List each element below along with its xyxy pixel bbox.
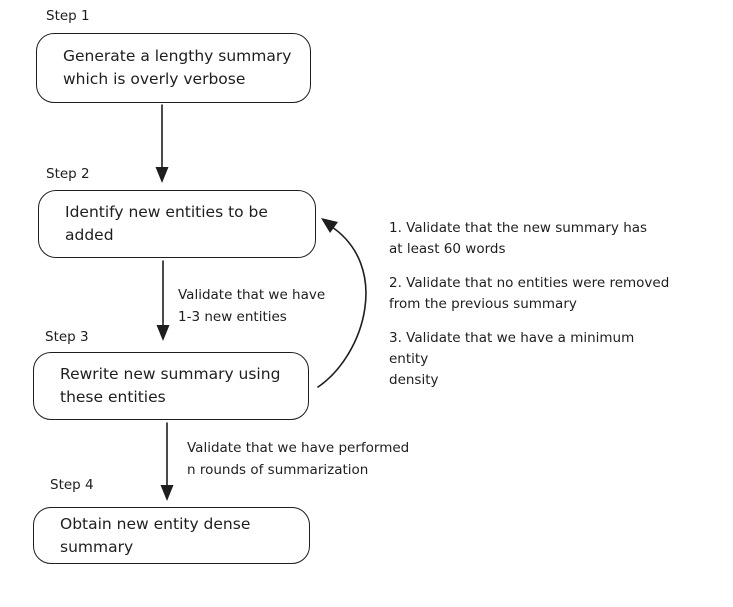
loop-validation-notes: 1. Validate that the new summary has at … (389, 218, 675, 404)
step2-label: Step 2 (46, 166, 90, 182)
arrowhead-step3 (156, 325, 170, 341)
loop-note-2: 2. Validate that no entities were remove… (389, 275, 670, 312)
step3-text: Rewrite new summary using these entities (60, 365, 281, 406)
step4-text: Obtain new entity dense summary (60, 514, 251, 556)
loop-note-3: 3. Validate that we have a minimum entit… (389, 330, 635, 388)
step2-text: Identify new entities to be added (65, 203, 268, 244)
step4-box: Obtain new entity dense summary (33, 507, 310, 564)
loop-note-1: 1. Validate that the new summary has at … (389, 220, 648, 257)
edge-label-rounds: Validate that we have performed n rounds… (187, 440, 410, 478)
arrowhead-step4 (160, 485, 174, 501)
step1-box: Generate a lengthy summary which is over… (36, 33, 311, 103)
loop-arrow-step3-to-step2 (317, 224, 367, 388)
arrowhead-loop (321, 218, 338, 233)
step1-label: Step 1 (46, 8, 90, 24)
step1-text: Generate a lengthy summary which is over… (63, 47, 292, 88)
edge-label-entities: Validate that we have 1-3 new entities (178, 287, 326, 325)
arrowhead-step2 (155, 167, 169, 183)
step3-box: Rewrite new summary using these entities (33, 352, 309, 420)
step3-label: Step 3 (45, 329, 89, 345)
step4-label: Step 4 (50, 477, 94, 493)
step2-box: Identify new entities to be added (38, 190, 316, 258)
